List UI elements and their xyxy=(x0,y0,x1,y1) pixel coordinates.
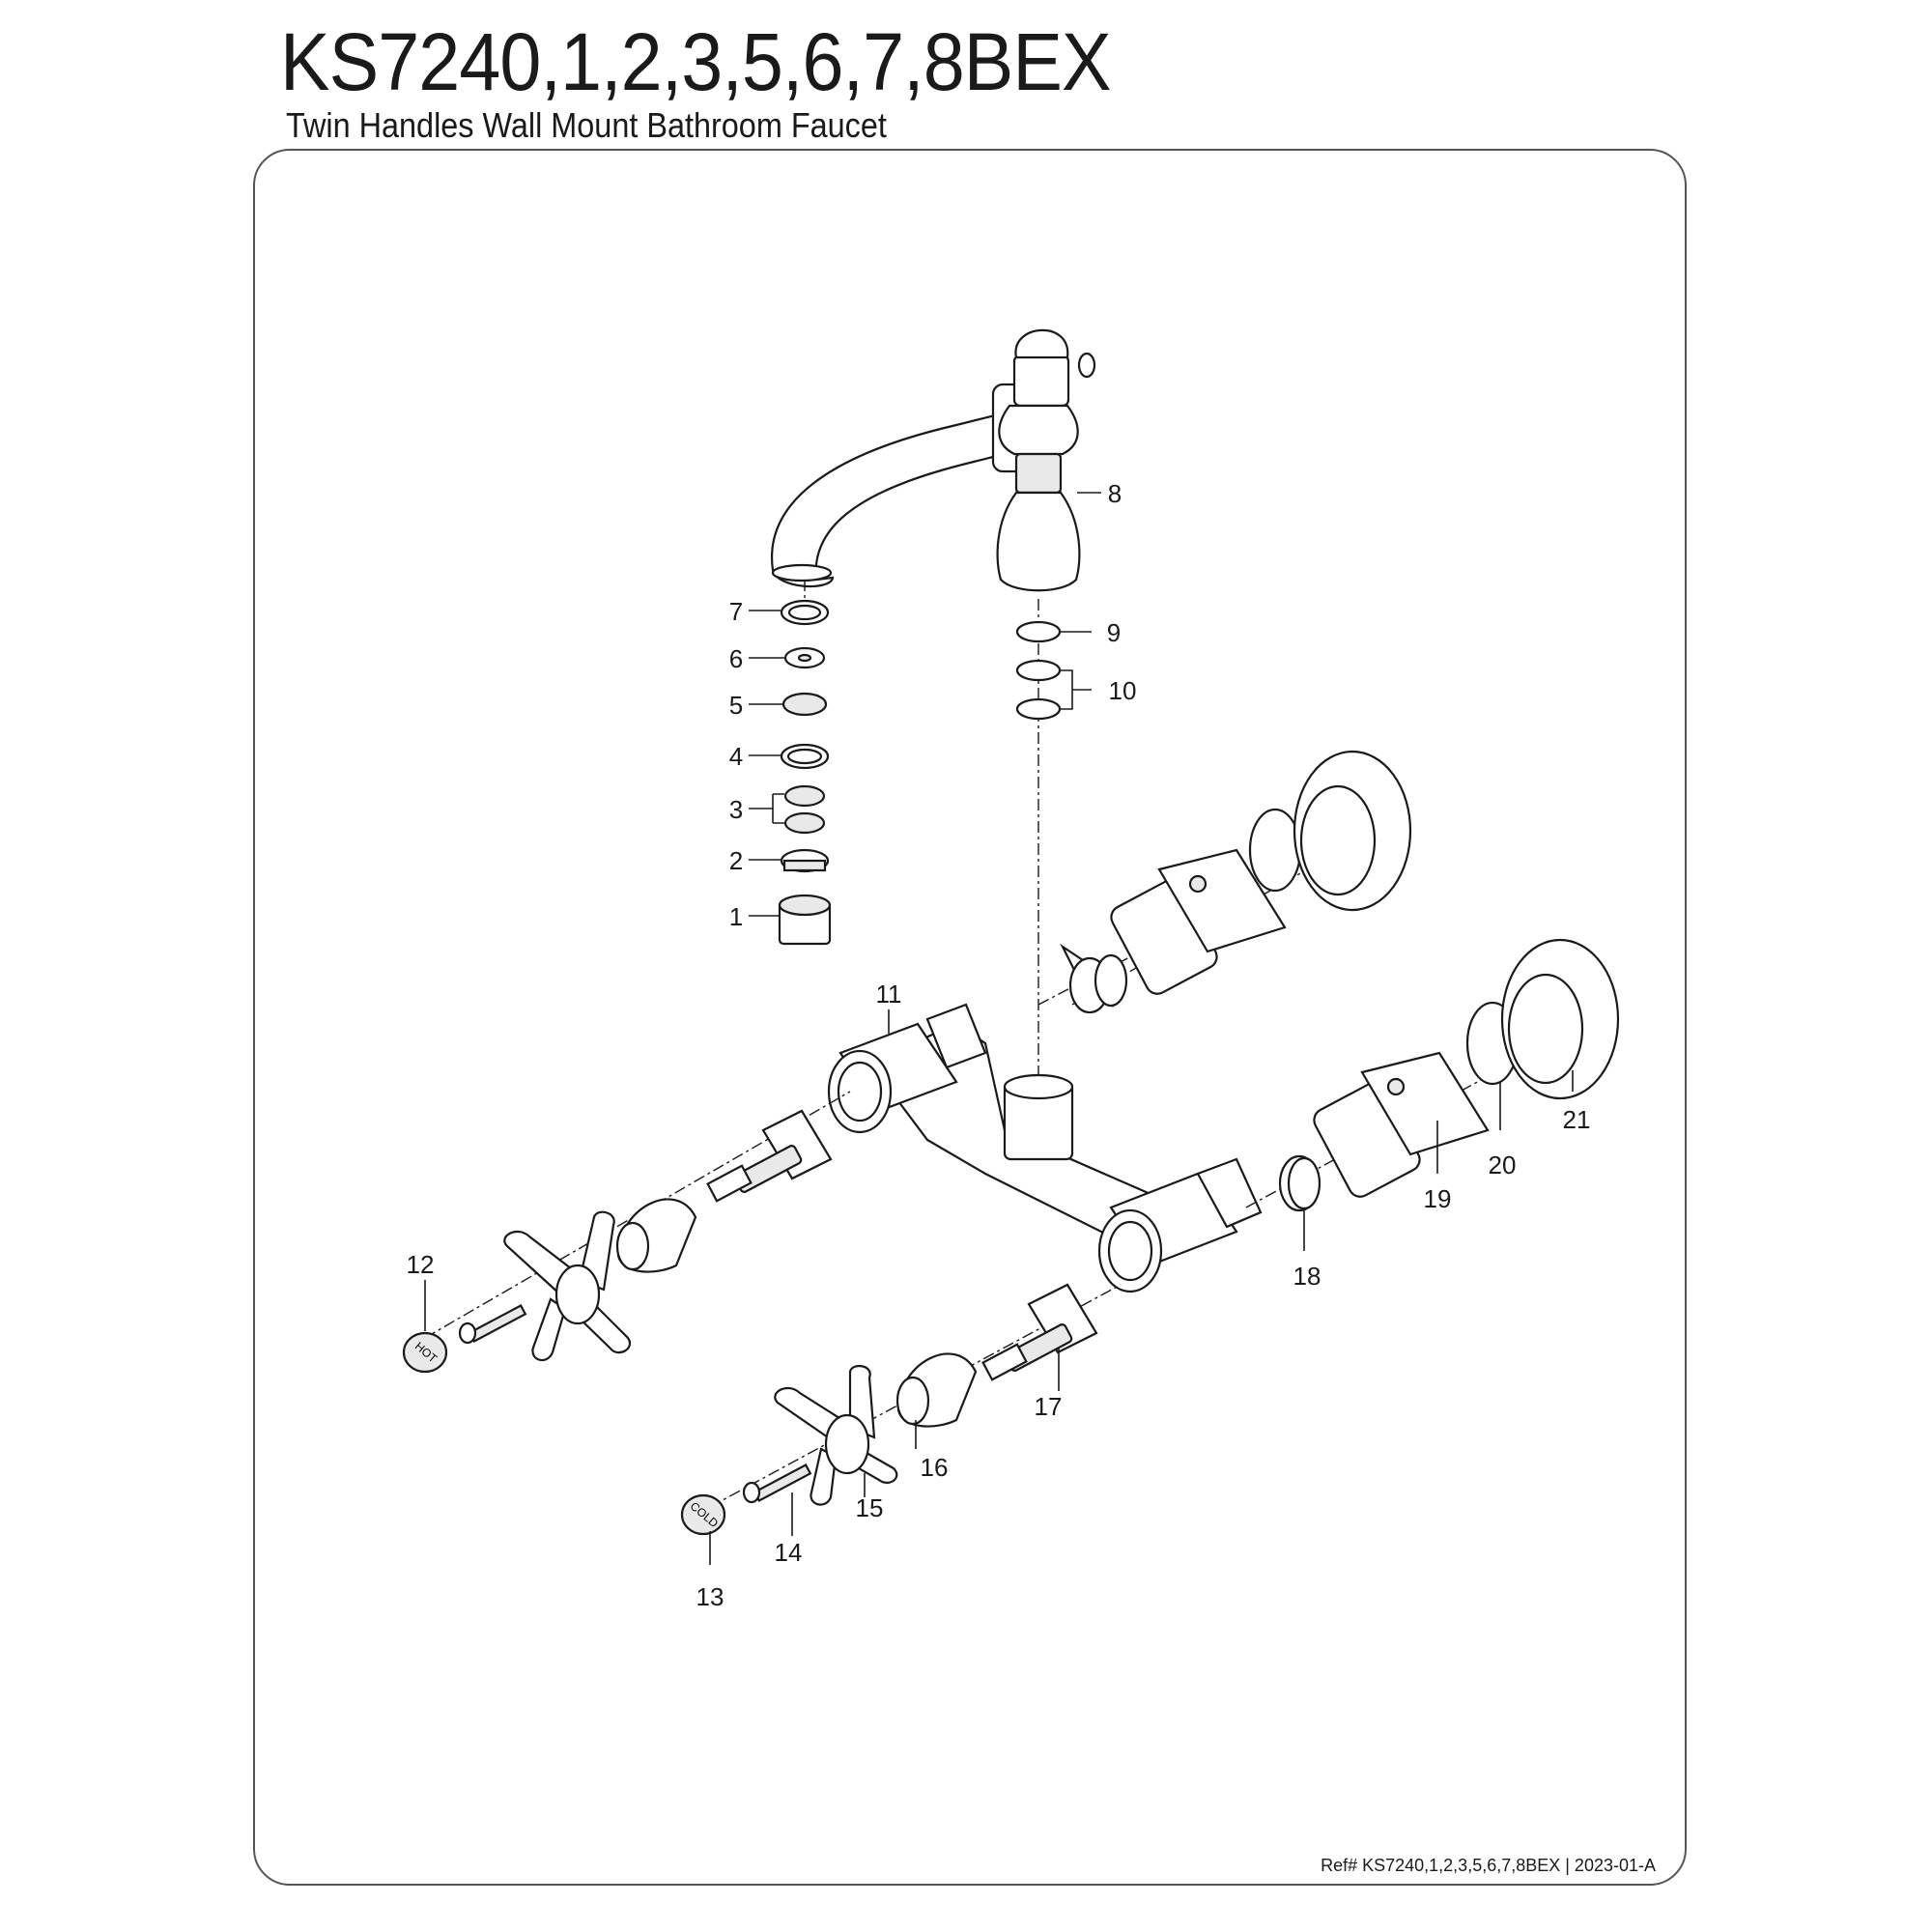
hot-cross-handle xyxy=(503,1210,631,1362)
spout-part-8 xyxy=(770,328,1101,592)
callout-8: 8 xyxy=(1108,479,1122,508)
diagram-title: KS7240,1,2,3,5,6,7,8BEX xyxy=(280,16,1112,107)
aerator-stack xyxy=(778,580,832,946)
callout-18: 18 xyxy=(1293,1262,1321,1291)
washers-9-10 xyxy=(1015,599,1062,1092)
callout-13: 13 xyxy=(696,1582,724,1611)
diagram-subtitle: Twin Handles Wall Mount Bathroom Faucet xyxy=(286,105,887,145)
cold-handle-assembly: COLD xyxy=(680,1283,1122,1536)
callout-10: 10 xyxy=(1109,676,1137,705)
callout-7: 7 xyxy=(729,597,743,626)
upper-wall-connection xyxy=(1060,750,1412,1014)
callout-9: 9 xyxy=(1107,618,1121,647)
diagram-frame xyxy=(253,149,1687,1886)
callout-2: 2 xyxy=(729,846,743,875)
callout-6: 6 xyxy=(729,644,743,673)
callout-21: 21 xyxy=(1563,1105,1591,1134)
cold-cross-handle xyxy=(774,1364,898,1506)
callout-5: 5 xyxy=(729,691,743,720)
callout-15: 15 xyxy=(856,1493,884,1522)
callout-16: 16 xyxy=(921,1453,949,1482)
callout-17: 17 xyxy=(1035,1392,1063,1421)
valve-body-part-11 xyxy=(827,941,1263,1293)
callout-1: 1 xyxy=(729,902,743,931)
reference-number: Ref# KS7240,1,2,3,5,6,7,8BEX | 2023-01-A xyxy=(1321,1856,1656,1875)
lock-nut-part-18 xyxy=(1094,953,1321,1210)
callout-19: 19 xyxy=(1424,1184,1452,1213)
callout-numbers: 1 2 3 4 5 6 7 8 9 10 11 12 13 14 15 16 1… xyxy=(407,479,1591,1611)
callout-3: 3 xyxy=(729,795,743,824)
callout-leaders xyxy=(424,610,1574,1565)
hot-handle-assembly: HOT xyxy=(402,1091,851,1374)
callout-12: 12 xyxy=(407,1250,435,1279)
callout-20: 20 xyxy=(1489,1151,1517,1179)
callout-14: 14 xyxy=(775,1538,803,1567)
callout-4: 4 xyxy=(729,742,743,771)
callout-11: 11 xyxy=(876,980,902,1009)
